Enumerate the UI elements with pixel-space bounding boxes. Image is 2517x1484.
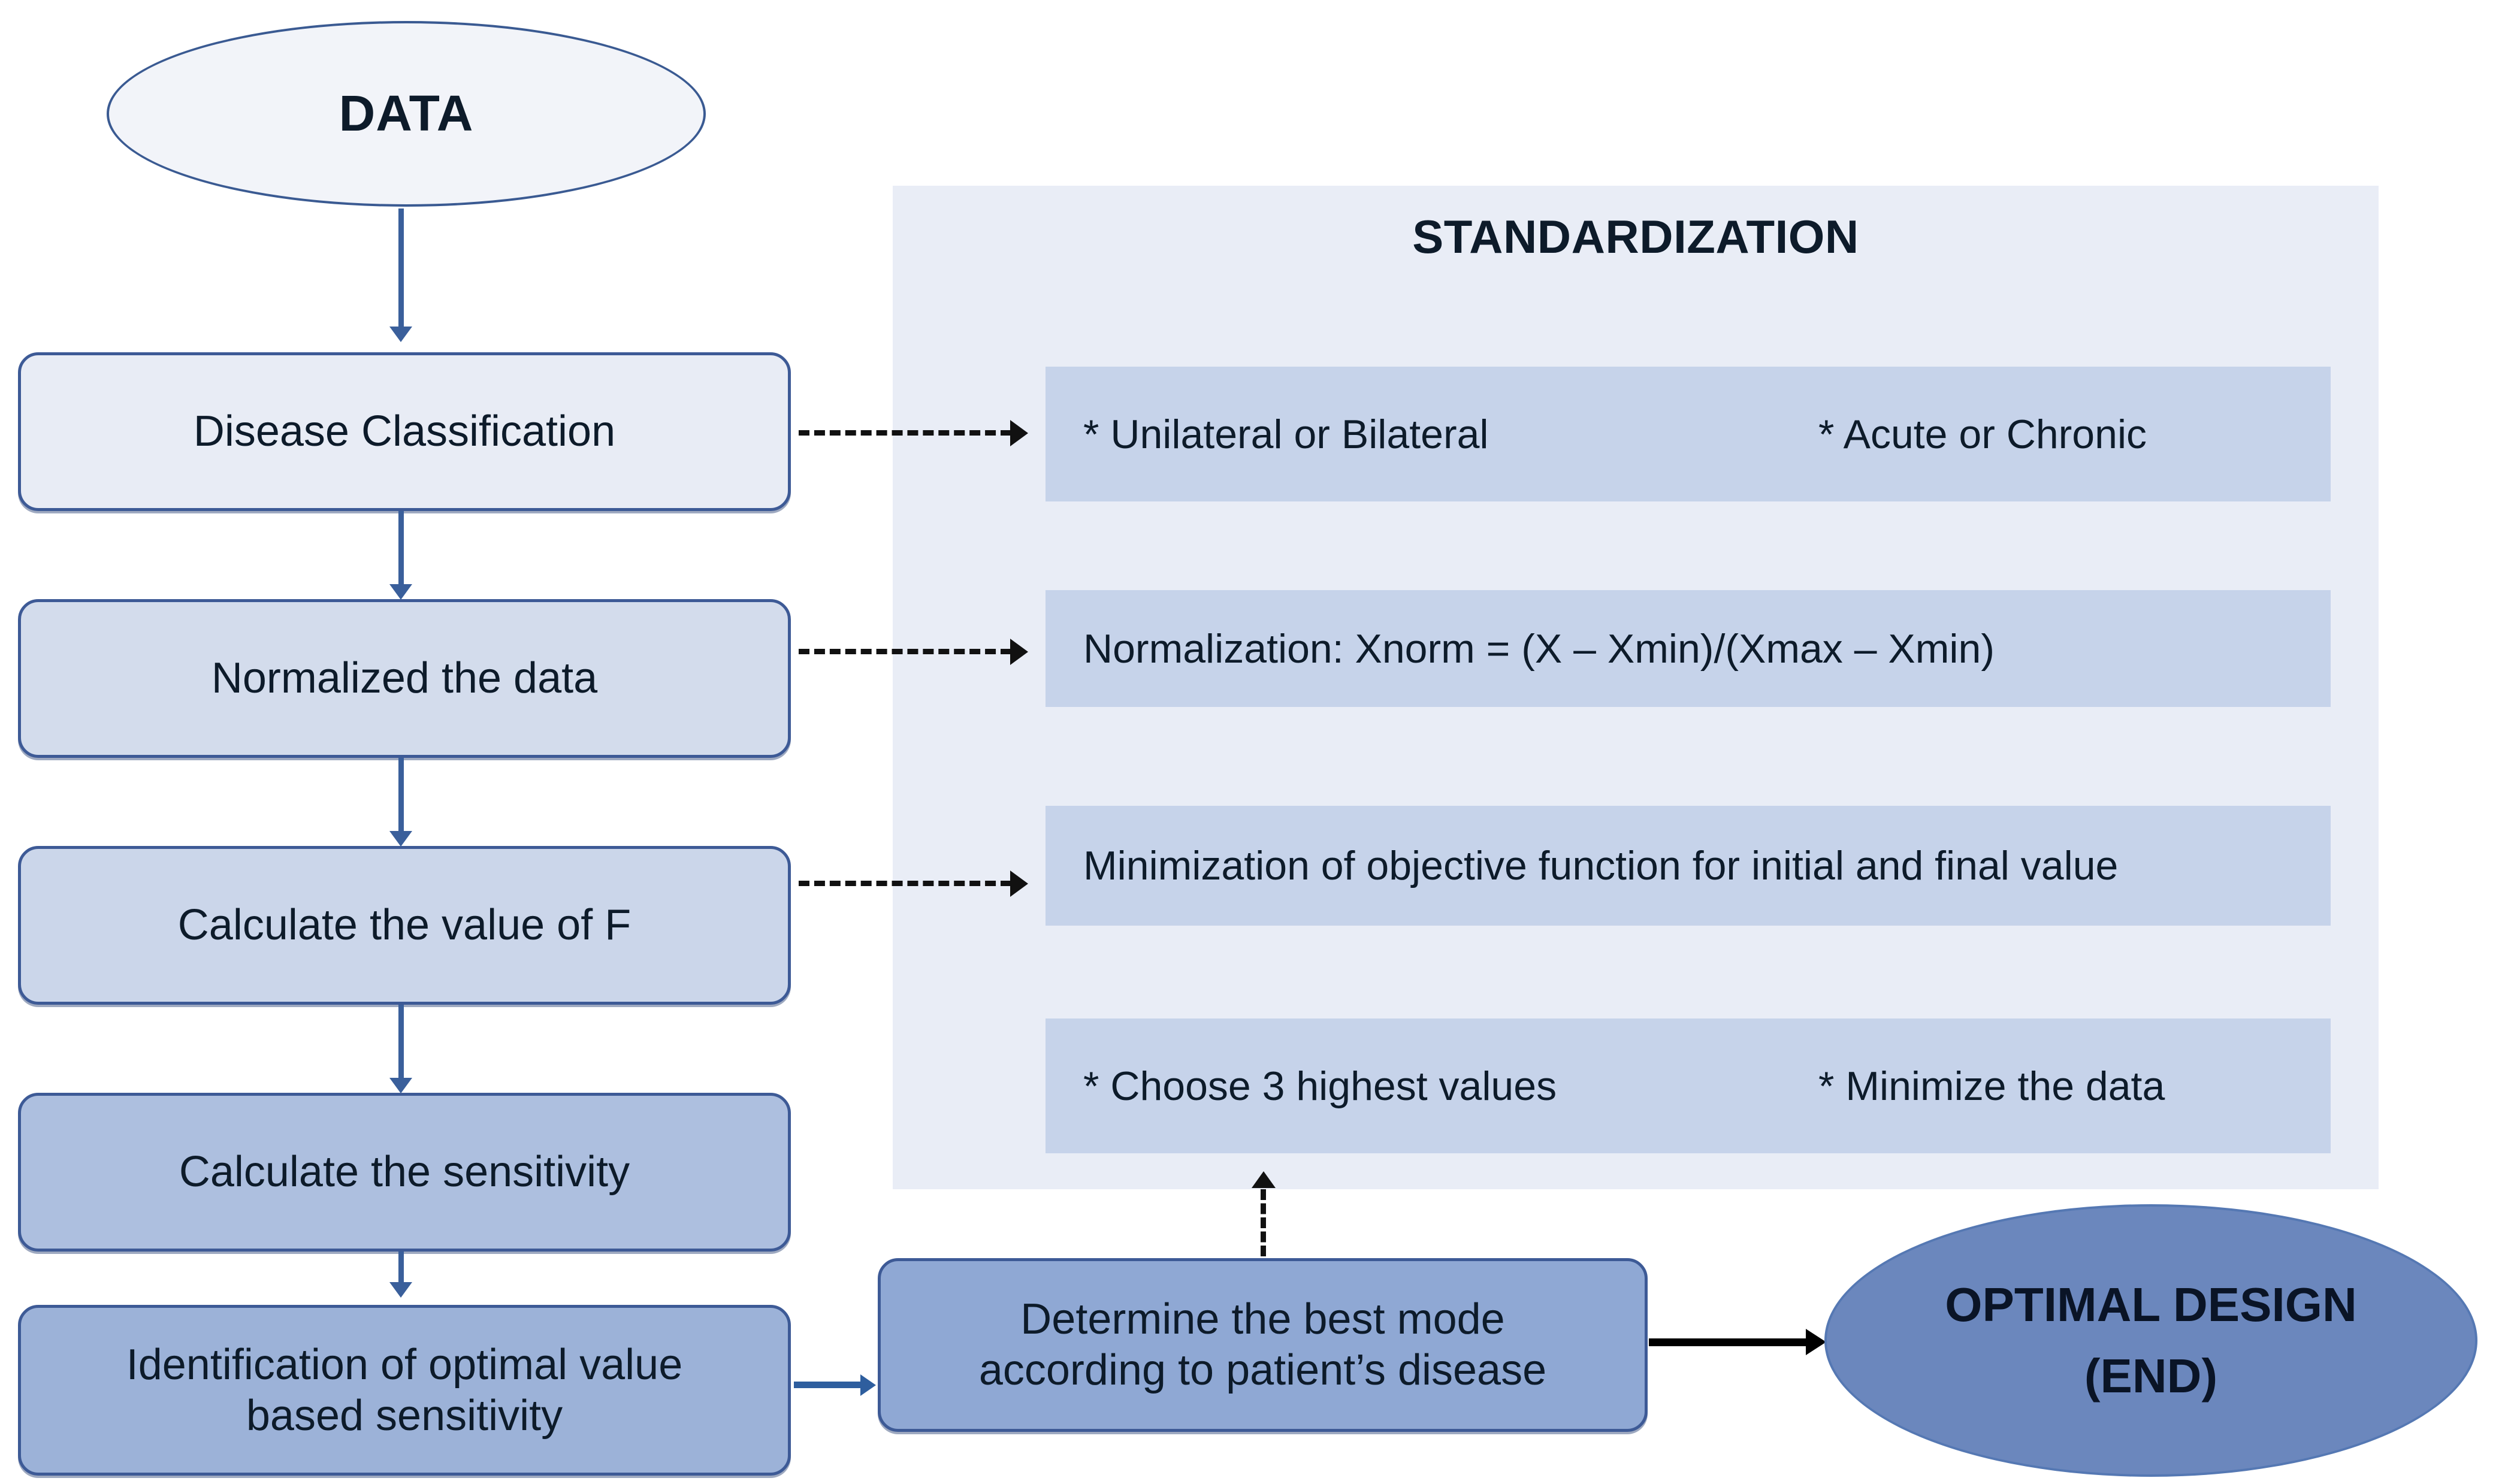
connector-step5-to-step6 bbox=[794, 1382, 863, 1388]
connector-step1-to-step2-arrow bbox=[389, 584, 412, 600]
dashed-connector-step1-arrow bbox=[1010, 420, 1028, 446]
dashed-connector-step1-to-row1 bbox=[799, 430, 1011, 436]
connector-step2-to-step3-arrow bbox=[389, 831, 412, 847]
process-step-5-label-line1: Identification of optimal value bbox=[126, 1340, 683, 1389]
connector-step4-to-step5-arrow bbox=[389, 1282, 412, 1298]
process-step-5-label-line2: based sensitivity bbox=[246, 1391, 563, 1440]
process-step-calculate-sensitivity[interactable]: Calculate the sensitivity bbox=[18, 1093, 791, 1252]
standardization-row-4: * Choose 3 highest values * Minimize the… bbox=[1046, 1018, 2331, 1153]
connector-step4-to-step5 bbox=[398, 1252, 404, 1284]
dashed-connector-step2-to-row2 bbox=[799, 649, 1011, 654]
start-node-data[interactable]: DATA bbox=[107, 21, 706, 207]
start-node-label: DATA bbox=[339, 85, 474, 142]
standardization-row-1: * Unilateral or Bilateral * Acute or Chr… bbox=[1046, 367, 2331, 501]
dashed-connector-step3-to-row3 bbox=[799, 881, 1011, 886]
connector-step6-to-end bbox=[1649, 1338, 1808, 1346]
end-node-optimal-design[interactable]: OPTIMAL DESIGN (END) bbox=[1824, 1204, 2477, 1477]
connector-step3-to-step4-arrow bbox=[389, 1078, 412, 1093]
standardization-row-1-col-a: * Unilateral or Bilateral bbox=[1083, 411, 1489, 457]
standardization-row-3-col-a: Minimization of objective function for i… bbox=[1083, 843, 2119, 888]
end-node-label-line2: (END) bbox=[2084, 1349, 2218, 1403]
connector-step3-to-step4 bbox=[398, 1005, 404, 1080]
process-step-normalized-the-data[interactable]: Normalized the data bbox=[18, 599, 791, 758]
process-step-identification-optimal-value[interactable]: Identification of optimal value based se… bbox=[18, 1305, 791, 1476]
standardization-row-3: Minimization of objective function for i… bbox=[1046, 806, 2331, 926]
standardization-title: STANDARDIZATION bbox=[1412, 210, 1859, 263]
process-step-disease-classification[interactable]: Disease Classification bbox=[18, 352, 791, 511]
end-node-label-line1: OPTIMAL DESIGN bbox=[1945, 1278, 2357, 1332]
connector-step1-to-step2 bbox=[398, 511, 404, 586]
dashed-connector-step3-arrow bbox=[1010, 871, 1028, 897]
standardization-row-2: Normalization: Xnorm = (X – Xmin)/(Xmax … bbox=[1046, 590, 2331, 707]
standardization-row-4-col-b: * Minimize the data bbox=[1818, 1063, 2165, 1109]
process-step-3-label: Calculate the value of F bbox=[177, 901, 631, 950]
process-step-determine-best-mode[interactable]: Determine the best mode according to pat… bbox=[878, 1258, 1648, 1432]
connector-step2-to-step3 bbox=[398, 758, 404, 833]
standardization-row-2-col-a: Normalization: Xnorm = (X – Xmin)/(Xmax … bbox=[1083, 625, 1995, 672]
connector-start-to-step1-arrow bbox=[389, 327, 412, 342]
connector-step5-to-step6-arrow bbox=[860, 1374, 876, 1396]
process-step-2-label: Normalized the data bbox=[211, 654, 598, 703]
dashed-connector-step6-to-row4-arrow bbox=[1252, 1171, 1276, 1188]
process-step-1-label: Disease Classification bbox=[193, 407, 616, 456]
dashed-connector-step6-to-row4 bbox=[1261, 1189, 1266, 1256]
process-step-calculate-value-of-f[interactable]: Calculate the value of F bbox=[18, 846, 791, 1005]
process-step-4-label: Calculate the sensitivity bbox=[179, 1148, 630, 1196]
process-step-6-label-line1: Determine the best mode bbox=[1020, 1295, 1505, 1344]
dashed-connector-step2-arrow bbox=[1010, 639, 1028, 665]
standardization-row-4-col-a: * Choose 3 highest values bbox=[1083, 1063, 1557, 1109]
standardization-row-1-col-b: * Acute or Chronic bbox=[1818, 411, 2147, 457]
process-step-6-label-line2: according to patient’s disease bbox=[978, 1346, 1547, 1394]
connector-start-to-step1 bbox=[398, 208, 404, 328]
connector-step6-to-end-arrow bbox=[1806, 1329, 1826, 1355]
